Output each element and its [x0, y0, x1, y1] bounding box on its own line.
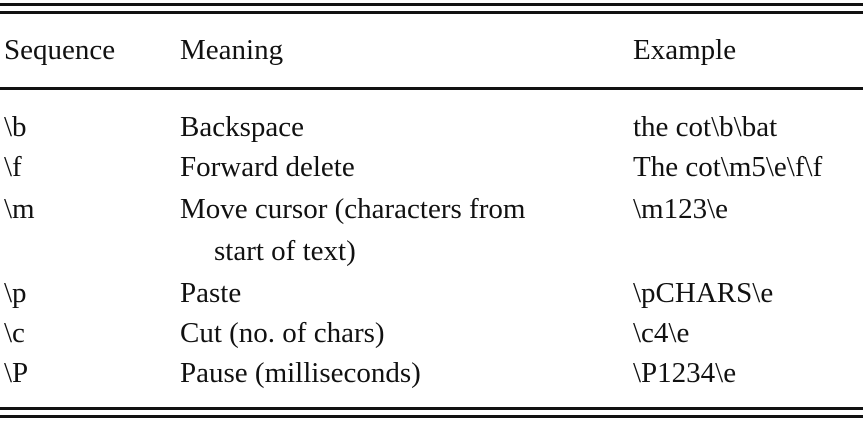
meaning-cell-continuation: start of text) [214, 235, 356, 267]
example-cell: \pCHARS\e [633, 277, 774, 309]
sequence-cell: \b [4, 111, 27, 143]
table-row: \P Pause (milliseconds) \P1234\e [0, 357, 863, 389]
example-cell: \c4\e [633, 317, 690, 349]
header-row: Sequence Meaning Example [0, 34, 863, 66]
example-cell: the cot\b\bat [633, 111, 778, 143]
bottom-rule-inner [0, 415, 863, 418]
example-cell: \m123\e [633, 193, 729, 225]
table-row: \m Move cursor (characters from \m123\e [0, 193, 863, 225]
meaning-cell: Paste [180, 277, 242, 309]
sequence-cell: \P [4, 357, 29, 389]
table-row: \c Cut (no. of chars) \c4\e [0, 317, 863, 349]
table-row: \f Forward delete The cot\m5\e\f\f [0, 151, 863, 183]
sequence-cell: \m [4, 193, 35, 225]
meaning-cell: Move cursor (characters from [180, 193, 526, 225]
table-row: \b Backspace the cot\b\bat [0, 111, 863, 143]
table-row: \p Paste \pCHARS\e [0, 277, 863, 309]
sequence-cell: \p [4, 277, 27, 309]
table-row-continuation: start of text) [0, 235, 863, 267]
meaning-cell: Cut (no. of chars) [180, 317, 385, 349]
header-sequence: Sequence [4, 34, 116, 66]
header-example: Example [633, 34, 737, 66]
header-rule [0, 87, 863, 90]
header-meaning: Meaning [180, 34, 284, 66]
sequence-cell: \c [4, 317, 25, 349]
example-cell: The cot\m5\e\f\f [633, 151, 823, 183]
sequence-cell: \f [4, 151, 22, 183]
example-cell: \P1234\e [633, 357, 737, 389]
meaning-cell: Pause (milliseconds) [180, 357, 421, 389]
top-rule-outer [0, 3, 863, 6]
top-rule-inner [0, 11, 863, 14]
bottom-rule-outer [0, 407, 863, 410]
meaning-cell: Backspace [180, 111, 304, 143]
meaning-cell: Forward delete [180, 151, 355, 183]
